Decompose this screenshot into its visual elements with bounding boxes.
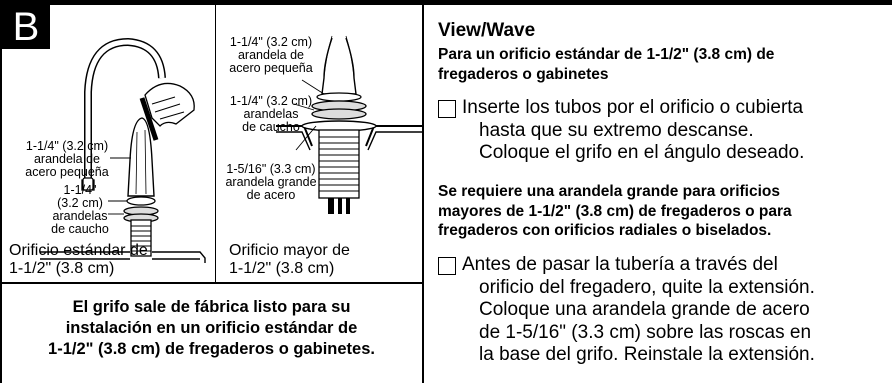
label-line: de caucho [51,222,109,236]
step-line: Coloque una arandela grande de acero [479,299,810,320]
product-title: View/Wave [438,20,536,41]
standard-small-washer-label: 1-1/4" (3.2 cm) arandela de acero pequeñ… [12,140,122,179]
label-line: de acero [246,188,296,202]
step-1-text: Inserte los tubos por el orificio o cubi… [462,97,886,165]
standard-hole-heading: Para un orificio estándar de 1-1/2" (3.8… [438,45,886,84]
heading-line: fregaderos o gabinetes [438,65,609,83]
label-line: arandela de [237,48,305,62]
caption-line: 1-1/2" (3.8 cm) [9,260,115,277]
step-line: Coloque el grifo en el ángulo deseado. [479,142,805,163]
caption-line: Orificio mayor de [229,242,350,259]
large-hole-caption: Orificio mayor de 1-1/2" (3.8 cm) [229,242,419,278]
label-line: acero pequeña [25,165,109,179]
step-line: Inserte los tubos por el orificio o cubi… [462,97,804,118]
heading-line: mayores de 1-1/2" (3.8 cm) de fregaderos… [438,202,792,220]
caption-line: Orificio estándar de [9,242,148,259]
factory-note: El grifo sale de fábrica listo para su i… [0,297,423,360]
label-line: 1-1/4" (3.2 cm) [229,94,313,108]
note-line: El grifo sale de fábrica listo para su [72,298,351,316]
image-divider [215,5,216,283]
section-letter: B [12,5,40,49]
caption-line: 1-1/2" (3.8 cm) [229,260,335,277]
label-line: arandela de [33,152,101,166]
step-2-checkbox[interactable] [438,257,456,275]
label-line: 1-5/16" (3.3 cm) [226,162,316,176]
label-line: arandela grande [225,175,317,189]
large-hole-illustration [276,35,422,214]
standard-hole-caption: Orificio estándar de 1-1/2" (3.8 cm) [9,242,214,278]
label-line: arandelas [243,107,299,121]
step-2-text: Antes de pasar la tubería a través del o… [462,254,886,367]
step-1-checkbox[interactable] [438,100,456,118]
step-line: la base del grifo. Reinstale la extensió… [479,344,815,365]
top-border [0,0,892,5]
step-line: orificio del fregadero, quite la extensi… [479,276,815,298]
large-small-washer-label: 1-1/4" (3.2 cm) arandela de acero pequeñ… [222,36,320,75]
section-letter-badge: B [2,5,50,49]
label-line: acero pequeña [229,61,313,75]
standard-rubber-washers-label: 1-1/4" (3.2 cm) arandelas de caucho [46,184,114,236]
heading-line: fregaderos con orificios radiales o bise… [438,222,772,239]
heading-line: Se requiere una arandela grande para ori… [438,183,780,200]
label-line: 1-1/4" (3.2 cm) [25,139,109,153]
large-rubber-washers-label: 1-1/4" (3.2 cm) arandelas de caucho [222,95,320,134]
panel-divider [422,0,424,383]
label-line: 1-1/4" (3.2 cm) [229,35,313,49]
label-line: arandelas [52,209,108,223]
standard-hole-illustration [40,37,206,263]
note-line: 1-1/2" (3.8 cm) de fregaderos o gabinete… [48,340,375,358]
label-line: (3.2 cm) [57,196,103,210]
step-line: hasta que su extremo descanse. [479,119,754,141]
note-line: instalación en un orificio estándar de [65,319,358,337]
step-line: Antes de pasar la tubería a través del [462,254,778,275]
left-border [0,0,2,383]
large-hole-heading: Se requiere una arandela grande para ori… [438,182,888,241]
large-washer-label: 1-5/16" (3.3 cm) arandela grande de acer… [222,163,320,202]
step-line: de 1-5/16" (3.3 cm) sobre las roscas en [479,321,812,343]
label-line: 1-1/4" [63,183,97,197]
heading-line: Para un orificio estándar de 1-1/2" (3.8… [438,46,775,63]
note-divider [0,282,424,284]
label-line: de caucho [242,120,300,134]
